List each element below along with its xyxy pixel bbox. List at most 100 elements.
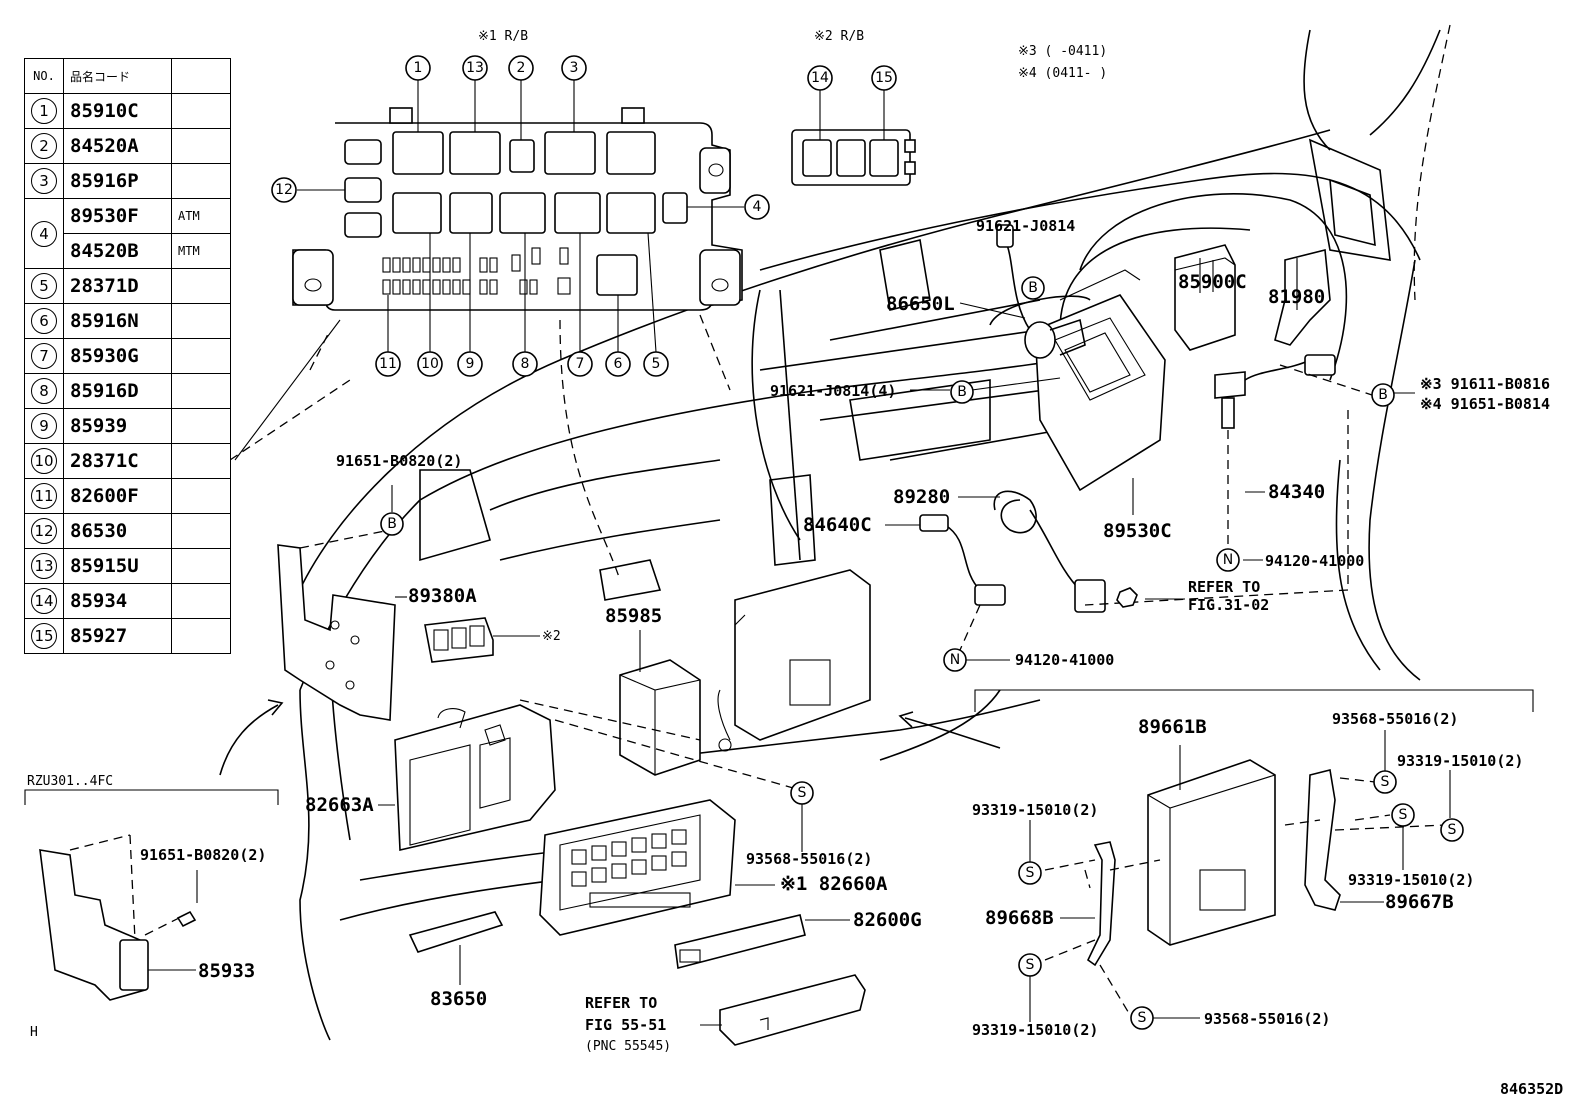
callout-12: 12 <box>271 177 297 203</box>
svg-text:14: 14 <box>811 70 829 86</box>
label-82663a: 82663A <box>305 794 374 816</box>
callout-7: 7 <box>567 351 593 377</box>
marker-b-2: B <box>950 380 974 404</box>
bracket-89380a <box>277 529 407 721</box>
heading-rb2: ※2 R/B <box>814 29 864 44</box>
marker-b-3: B <box>1371 383 1395 407</box>
svg-text:11: 11 <box>379 356 397 372</box>
label-89667b: 89667B <box>1385 891 1454 913</box>
marker-b-1: B <box>1021 276 1045 300</box>
label-93319-15010-a: 93319-15010(2) <box>1397 752 1523 770</box>
label-89530c: 89530C <box>1103 520 1172 542</box>
label-fig-31-02: FIG.31-02 <box>1188 596 1269 614</box>
label-84340: 84340 <box>1268 481 1325 503</box>
svg-text:15: 15 <box>875 70 893 86</box>
svg-text:S: S <box>1399 807 1408 823</box>
svg-text:10: 10 <box>421 356 439 372</box>
callout-14: 14 <box>807 65 833 91</box>
marker-s-4: S <box>1440 818 1464 842</box>
callout-1: 1 <box>405 55 431 81</box>
sensor-84340 <box>1214 354 1336 545</box>
label-89661b: 89661B <box>1138 716 1207 738</box>
svg-text:8: 8 <box>521 356 530 372</box>
label-86650l: 86650L <box>886 293 955 315</box>
callout-2: 2 <box>508 55 534 81</box>
marker-s-5: S <box>1018 861 1042 885</box>
label-rzu: RZU301..4FC <box>27 774 113 789</box>
marker-s-7: S <box>1130 1006 1154 1030</box>
marker-s-6: S <box>1018 953 1042 977</box>
fuse-block-82660a <box>539 799 775 936</box>
ecu-bracket-85985 <box>717 569 871 752</box>
marker-s-3: S <box>1391 803 1415 827</box>
label-fig-55-51: FIG 55-51 <box>585 1016 666 1034</box>
svg-text:12: 12 <box>275 182 293 198</box>
inset-89661b <box>974 689 1534 1022</box>
callout-10: 10 <box>417 351 443 377</box>
label-81980: 81980 <box>1268 286 1325 308</box>
wiring-86650l <box>996 224 1086 359</box>
label-82660a: ※1 82660A <box>780 873 888 895</box>
unit-85985 <box>619 630 701 776</box>
label-refer-to-1: REFER TO <box>1188 578 1260 596</box>
wiring-89280 <box>919 490 1106 651</box>
svg-text:13: 13 <box>466 60 484 76</box>
callout-5: 5 <box>643 351 669 377</box>
svg-text:6: 6 <box>614 356 623 372</box>
figure-id: 846352D <box>1500 1080 1563 1098</box>
callout-4: 4 <box>744 194 770 220</box>
svg-text:B: B <box>1028 280 1038 296</box>
svg-text:7: 7 <box>576 356 585 372</box>
label-91611-b0816: ※3 91611-B0816 <box>1420 375 1550 393</box>
fastener-markers: B B B B N N S S S S S S S <box>380 276 1464 1030</box>
label-93319-15010-d: 93319-15010(2) <box>972 1021 1098 1039</box>
marker-b-4: B <box>380 512 404 536</box>
fuse-puller-83650 <box>408 911 504 985</box>
legend-header-no: NO. <box>24 58 64 94</box>
label-89380a: 89380A <box>408 585 477 607</box>
label-91621-j0814: 91621-J0814 <box>976 217 1075 235</box>
svg-text:5: 5 <box>652 356 661 372</box>
relay-85900c <box>1174 244 1236 351</box>
arrows <box>219 699 1001 776</box>
label-89668b: 89668B <box>985 907 1054 929</box>
svg-text:S: S <box>1138 1010 1147 1026</box>
callout-3: 3 <box>561 55 587 81</box>
callout-6: 6 <box>605 351 631 377</box>
label-pnc-55545: (PNC 55545) <box>585 1039 671 1054</box>
fuse-grid <box>571 829 691 908</box>
label-89280: 89280 <box>893 486 950 508</box>
svg-text:N: N <box>950 652 960 668</box>
svg-text:4: 4 <box>753 199 762 215</box>
inset-rzu <box>24 789 279 1001</box>
marker-s-2: S <box>1373 770 1397 794</box>
label-star2: ※2 <box>542 629 561 644</box>
callouts: 1 13 2 3 12 4 11 10 9 8 7 6 5 14 15 <box>271 55 897 377</box>
label-94120-41000-b: 94120-41000 <box>1015 651 1114 669</box>
svg-text:1: 1 <box>414 60 423 76</box>
svg-text:S: S <box>1026 957 1035 973</box>
callout-8: 8 <box>512 351 538 377</box>
dashboard-outline <box>229 24 1451 1041</box>
svg-text:N: N <box>1223 552 1233 568</box>
label-93319-15010-c: 93319-15010(2) <box>1348 871 1474 889</box>
nut-refer <box>1116 587 1138 608</box>
callout-13: 13 <box>462 55 488 81</box>
label-84640c: 84640C <box>803 514 872 536</box>
label-85985: 85985 <box>605 605 662 627</box>
relay-block-1 <box>292 80 744 353</box>
leaders <box>378 228 1415 1026</box>
